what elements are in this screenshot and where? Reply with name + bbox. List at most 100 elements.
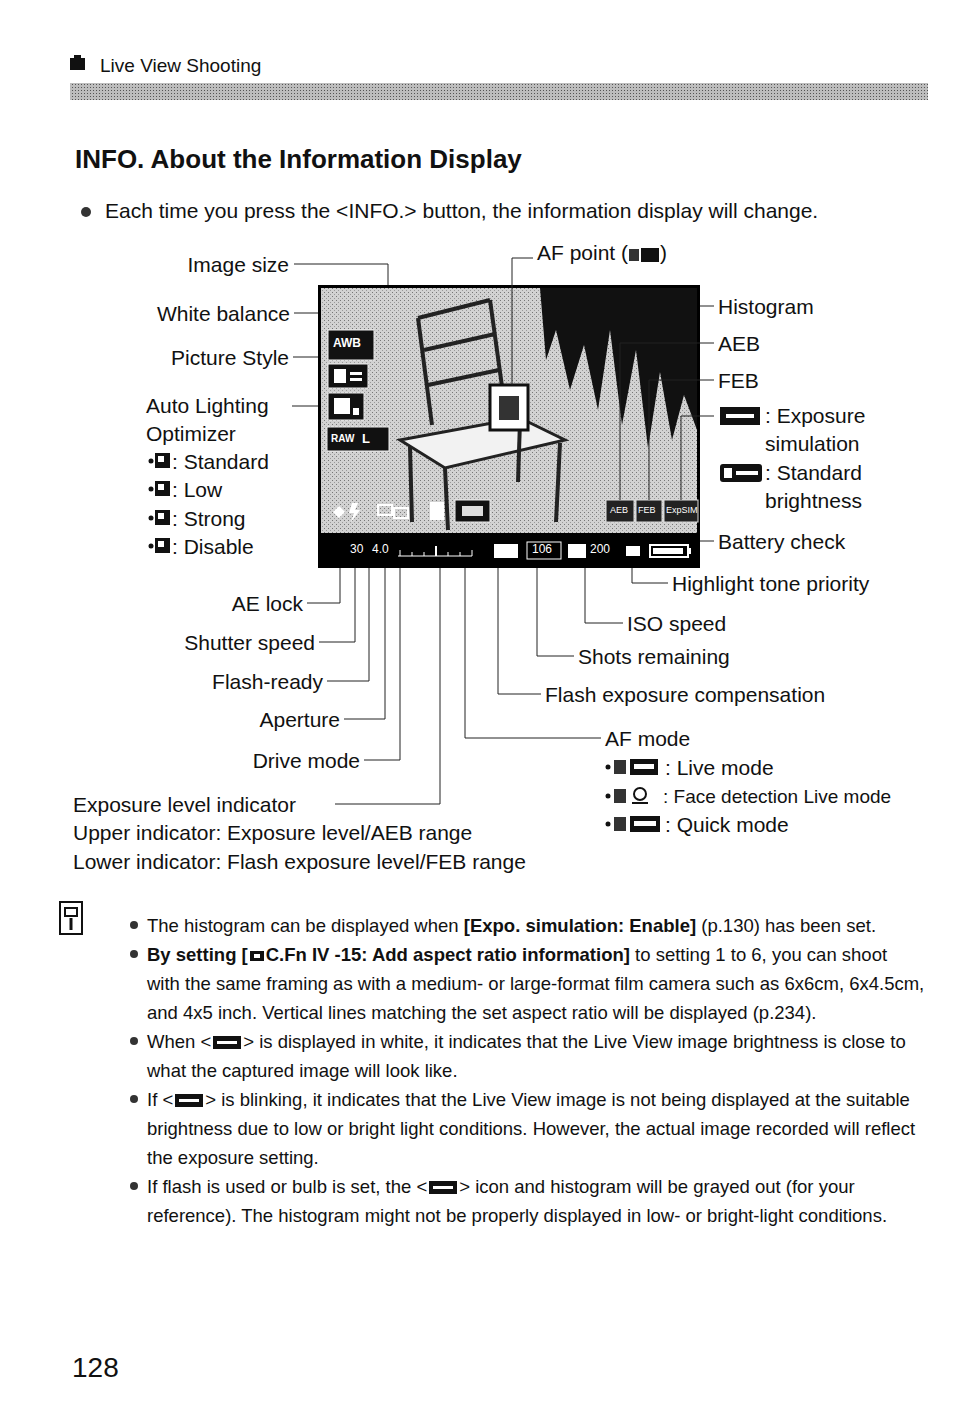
callout-label: : Strong bbox=[172, 505, 246, 532]
exposure-icon bbox=[720, 407, 760, 425]
callout-label: Shots remaining bbox=[578, 643, 730, 670]
af-mode-icon bbox=[614, 817, 626, 831]
header-band bbox=[70, 83, 928, 100]
lcd-left-icons bbox=[328, 330, 374, 360]
callout-label: Auto Lighting Optimizer bbox=[146, 392, 296, 448]
intro-text: Each time you press the <INFO.> button, … bbox=[105, 197, 945, 225]
callout-label: : Standard brightness bbox=[765, 459, 930, 515]
lcd-left-icons bbox=[350, 378, 362, 381]
lcd-status-bar bbox=[472, 550, 473, 556]
note-item: The histogram can be displayed when[Expo… bbox=[130, 911, 925, 940]
note-text: When < bbox=[147, 1031, 211, 1052]
exp-icon bbox=[174, 1093, 204, 1108]
leader-line bbox=[512, 258, 533, 385]
callout-label: White balance bbox=[157, 300, 290, 327]
exp-icon bbox=[213, 1036, 241, 1049]
chair bbox=[445, 468, 448, 530]
callout-label: Aperture bbox=[259, 706, 340, 733]
exp-icon bbox=[433, 1186, 453, 1189]
notes-block: The histogram can be displayed when[Expo… bbox=[130, 911, 925, 1230]
lcd-left-icons bbox=[328, 393, 364, 420]
callout-label: Upper indicator: Exposure level/AEB rang… bbox=[73, 819, 472, 846]
alo-icon bbox=[149, 459, 154, 464]
bold-note-text: By setting [ bbox=[147, 944, 248, 965]
screen-readout: L bbox=[362, 431, 370, 447]
note-text: ) bbox=[660, 241, 667, 264]
lcd-status-bar bbox=[424, 552, 425, 556]
callout-label: Histogram bbox=[718, 293, 814, 320]
lcd-screen bbox=[318, 285, 700, 568]
callout-label: AEB bbox=[718, 330, 760, 357]
callout-label: Image size bbox=[187, 251, 289, 278]
af-point-frame bbox=[499, 396, 519, 420]
exposure-icon bbox=[724, 468, 732, 478]
callout-label: FEB bbox=[718, 367, 759, 394]
lcd-bottom-icons bbox=[333, 506, 345, 518]
camera-icon bbox=[70, 55, 85, 70]
note-item: When <> is displayed in white, it indica… bbox=[130, 1027, 925, 1085]
note-text: The histogram can be displayed when bbox=[147, 915, 459, 936]
chair bbox=[400, 300, 565, 530]
leader-line bbox=[294, 264, 388, 285]
callout-label: Shutter speed bbox=[184, 629, 315, 656]
screen-readout: 30 bbox=[350, 542, 363, 556]
lcd-bottom-icons bbox=[455, 500, 490, 522]
af-mode-icon bbox=[634, 821, 656, 826]
callout-label: Flash-ready bbox=[212, 668, 323, 695]
af-icon bbox=[629, 249, 639, 261]
af-mode-icon bbox=[630, 816, 660, 832]
af-mode-icon bbox=[606, 765, 611, 770]
lcd-left-icons bbox=[328, 364, 368, 388]
lcd-screen bbox=[318, 285, 700, 568]
chair bbox=[556, 443, 560, 522]
lcd-screen bbox=[540, 288, 697, 448]
callout-label: Flash exposure compensation bbox=[545, 681, 825, 708]
bold-note-text: [Expo. simulation: Enable] bbox=[464, 915, 696, 936]
leader-line bbox=[307, 568, 340, 603]
af-mode-icon bbox=[632, 802, 648, 804]
chair bbox=[418, 318, 432, 425]
alo-icon bbox=[149, 487, 154, 492]
leader-line bbox=[585, 568, 623, 623]
note-icon bbox=[70, 918, 73, 930]
lcd-status-bar bbox=[653, 548, 683, 554]
page-number: 128 bbox=[72, 1350, 119, 1386]
leader-line bbox=[700, 541, 714, 542]
callout-label: Drive mode bbox=[253, 747, 360, 774]
note-icon bbox=[65, 908, 77, 916]
callout-label: Lower indicator: Flash exposure level/FE… bbox=[73, 848, 526, 875]
note-item: If <> is blinking, it indicates that the… bbox=[130, 1085, 925, 1172]
alo-icon bbox=[158, 484, 164, 490]
screen-readout: 4.0 bbox=[372, 542, 389, 556]
callout-label: AF mode bbox=[605, 725, 690, 752]
callout-label: : Exposure simulation bbox=[765, 402, 930, 458]
lcd-status-bar bbox=[626, 546, 640, 556]
leader-line bbox=[293, 357, 318, 358]
lcd-left-icons bbox=[350, 372, 362, 375]
bullet bbox=[130, 921, 138, 929]
af-point-frame bbox=[490, 385, 528, 430]
alo-icon bbox=[155, 481, 170, 496]
lcd-bottom-icons bbox=[430, 502, 444, 520]
lcd-status-bar bbox=[527, 542, 561, 559]
bullet bbox=[130, 1037, 138, 1045]
note-text: AF point ( bbox=[537, 241, 628, 264]
lcd-status-bar bbox=[494, 544, 518, 558]
leader-line bbox=[344, 568, 385, 719]
af-mode-icon bbox=[606, 759, 661, 832]
chair bbox=[410, 447, 412, 522]
note-item: If flash is used or bulb is set, the <> … bbox=[130, 1172, 925, 1230]
lcd-status-bar bbox=[412, 552, 413, 556]
cfn-icon bbox=[254, 954, 260, 958]
alo-icon bbox=[158, 541, 164, 547]
exposure-icon bbox=[720, 464, 762, 482]
screen-readout: 106 bbox=[532, 542, 552, 556]
leader-line bbox=[327, 568, 369, 681]
lcd-status-bar bbox=[568, 544, 586, 558]
screen-readout: AEB bbox=[610, 505, 628, 516]
note-icon bbox=[60, 902, 82, 934]
lcd-status-bar bbox=[435, 546, 437, 556]
leader-line bbox=[649, 380, 714, 500]
alo-icon bbox=[149, 544, 154, 549]
screen-readout: 200 bbox=[590, 542, 610, 556]
